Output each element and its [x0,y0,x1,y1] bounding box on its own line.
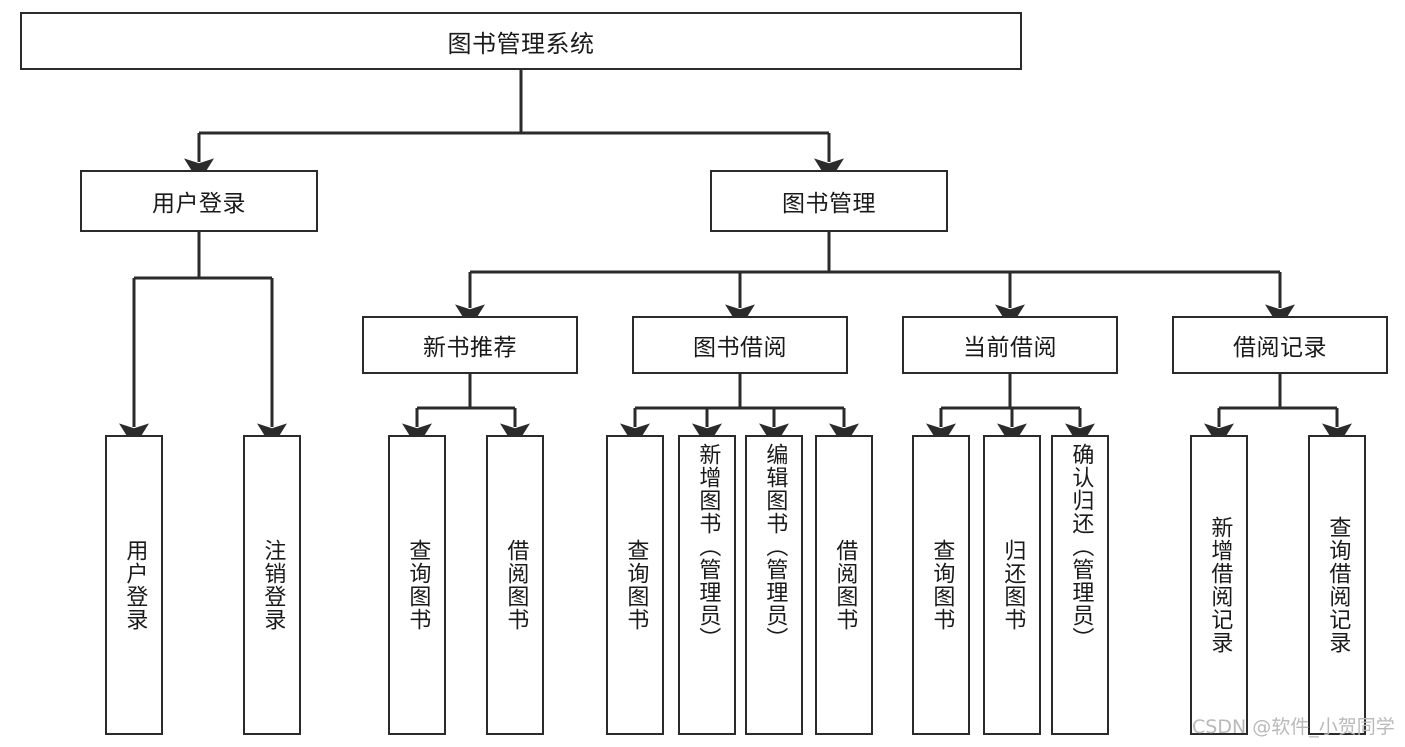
leaf-cb-return-book[interactable]: 归还图书 [983,435,1041,735]
leaf-bb-edit-book[interactable]: 编辑图书（管理员） [745,435,803,735]
leaf-cb-confirm-return-label: 确认归还（管理员） [1068,443,1094,650]
leaf-br-query-record-label: 查询借阅记录 [1325,516,1351,654]
node-user-login-label: 用户登录 [152,191,246,217]
leaf-cb-query-book[interactable]: 查询图书 [912,435,970,735]
leaf-nbr-query-book-label: 查询图书 [405,539,431,631]
leaf-cb-return-book-label: 归还图书 [1000,539,1026,631]
node-new-book-rec-label: 新书推荐 [423,335,517,361]
node-root[interactable]: 图书管理系统 [20,12,1022,70]
node-book-manage[interactable]: 图书管理 [710,170,948,232]
csdn-watermark: CSDN @软件_小贺同学 [1192,716,1395,738]
node-current-borrow[interactable]: 当前借阅 [902,316,1118,374]
leaf-nbr-borrow-book-label: 借阅图书 [503,539,529,631]
leaf-br-query-record[interactable]: 查询借阅记录 [1308,435,1366,735]
node-new-book-rec[interactable]: 新书推荐 [362,316,578,374]
node-current-borrow-label: 当前借阅 [963,335,1057,361]
leaf-logout[interactable]: 注销登录 [243,435,301,735]
leaf-br-add-record-label: 新增借阅记录 [1207,516,1233,654]
leaf-bb-query-book[interactable]: 查询图书 [606,435,664,735]
leaf-bb-borrow-book-label: 借阅图书 [832,539,858,631]
leaf-logout-label: 注销登录 [260,539,286,631]
node-borrow-record[interactable]: 借阅记录 [1172,316,1388,374]
leaf-cb-query-book-label: 查询图书 [929,539,955,631]
leaf-user-login[interactable]: 用户登录 [105,435,163,735]
node-root-label: 图书管理系统 [447,29,595,58]
node-book-borrow[interactable]: 图书借阅 [632,316,848,374]
leaf-nbr-borrow-book[interactable]: 借阅图书 [486,435,544,735]
node-borrow-record-label: 借阅记录 [1233,335,1327,361]
leaf-bb-add-book[interactable]: 新增图书（管理员） [678,435,736,735]
leaf-bb-edit-book-label: 编辑图书（管理员） [762,443,788,650]
node-book-borrow-label: 图书借阅 [693,335,787,361]
leaf-bb-query-book-label: 查询图书 [623,539,649,631]
leaf-br-add-record[interactable]: 新增借阅记录 [1190,435,1248,735]
node-user-login[interactable]: 用户登录 [80,170,318,232]
leaf-bb-add-book-label: 新增图书（管理员） [695,443,721,650]
leaf-user-login-label: 用户登录 [122,539,148,631]
leaf-nbr-query-book[interactable]: 查询图书 [388,435,446,735]
leaf-bb-borrow-book[interactable]: 借阅图书 [815,435,873,735]
leaf-cb-confirm-return[interactable]: 确认归还（管理员） [1051,435,1109,735]
node-book-manage-label: 图书管理 [782,191,876,217]
